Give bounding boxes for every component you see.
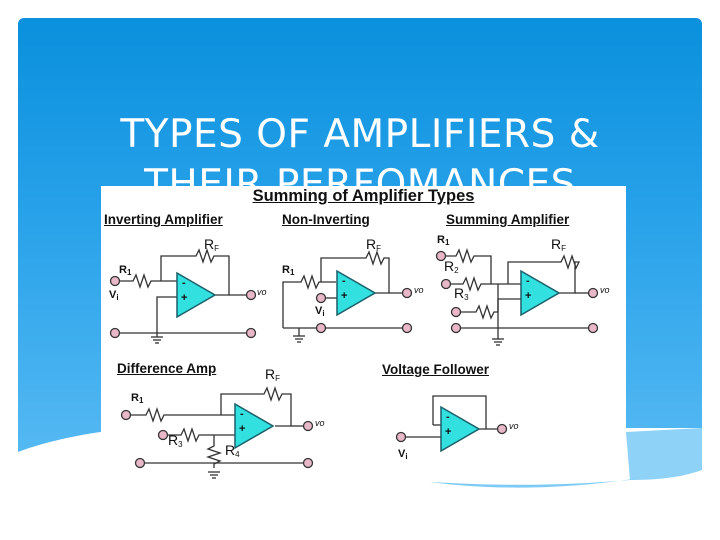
non-inverting-minus-sign: - xyxy=(342,275,346,287)
summing-vo-label: vo xyxy=(600,285,610,295)
summing-minus-sign: - xyxy=(526,275,530,287)
difference-vo-label: vo xyxy=(315,418,325,428)
figure-heading: Summing of Amplifier Types xyxy=(252,187,475,205)
summing-r1-label: R1 xyxy=(437,234,450,247)
summing-plus-sign: + xyxy=(525,290,532,302)
summing-r2-label: R2 xyxy=(444,258,459,275)
difference-amp-circuit xyxy=(120,385,314,479)
follower-plus-sign: + xyxy=(445,426,452,438)
difference-rf-label: RF xyxy=(265,366,281,383)
circuit-schematics xyxy=(109,247,599,479)
follower-vi-label: Vi xyxy=(398,448,408,461)
difference-r3-label: R3 xyxy=(168,432,183,449)
amplifier-types-figure: Summing of Amplifier Types Inverting Amp… xyxy=(101,186,626,480)
summing-amplifier-title: Summing Amplifier xyxy=(446,212,570,227)
difference-plus-sign: + xyxy=(239,423,246,435)
follower-minus-sign: - xyxy=(446,411,450,423)
inverting-plus-sign: + xyxy=(181,292,188,304)
inverting-vo-label: vo xyxy=(257,287,267,297)
non-inverting-vi-label: Vi xyxy=(315,305,325,318)
difference-minus-sign: - xyxy=(240,408,244,420)
inverting-amplifier-circuit xyxy=(109,247,257,344)
non-inverting-rf-label: RF xyxy=(366,236,382,253)
summing-r3-label: R3 xyxy=(454,285,469,302)
difference-amp-title: Difference Amp xyxy=(117,361,217,376)
summing-amplifier-circuit xyxy=(435,247,599,346)
non-inverting-title: Non-Inverting xyxy=(282,212,370,227)
difference-r4-label: R4 xyxy=(225,442,240,459)
summing-rf-label: RF xyxy=(551,236,567,253)
non-inverting-plus-sign: + xyxy=(341,290,348,302)
non-inverting-vo-label: vo xyxy=(414,285,424,295)
voltage-follower-circuit xyxy=(395,395,508,452)
non-inverting-circuit xyxy=(282,249,413,343)
follower-vo-label: vo xyxy=(509,421,519,431)
non-inverting-r1-label: R1 xyxy=(282,264,295,277)
voltage-follower-title: Voltage Follower xyxy=(382,362,490,377)
slide-title-line-1: TYPES OF AMPLIFIERS & xyxy=(120,112,600,158)
inverting-rf-label: RF xyxy=(204,236,220,253)
difference-r1-label: R1 xyxy=(131,392,144,405)
inverting-r1-label: R1 xyxy=(119,264,132,277)
inverting-vi-label: Vi xyxy=(109,289,119,302)
inverting-amplifier-title: Inverting Amplifier xyxy=(104,212,223,227)
inverting-minus-sign: - xyxy=(182,277,186,289)
